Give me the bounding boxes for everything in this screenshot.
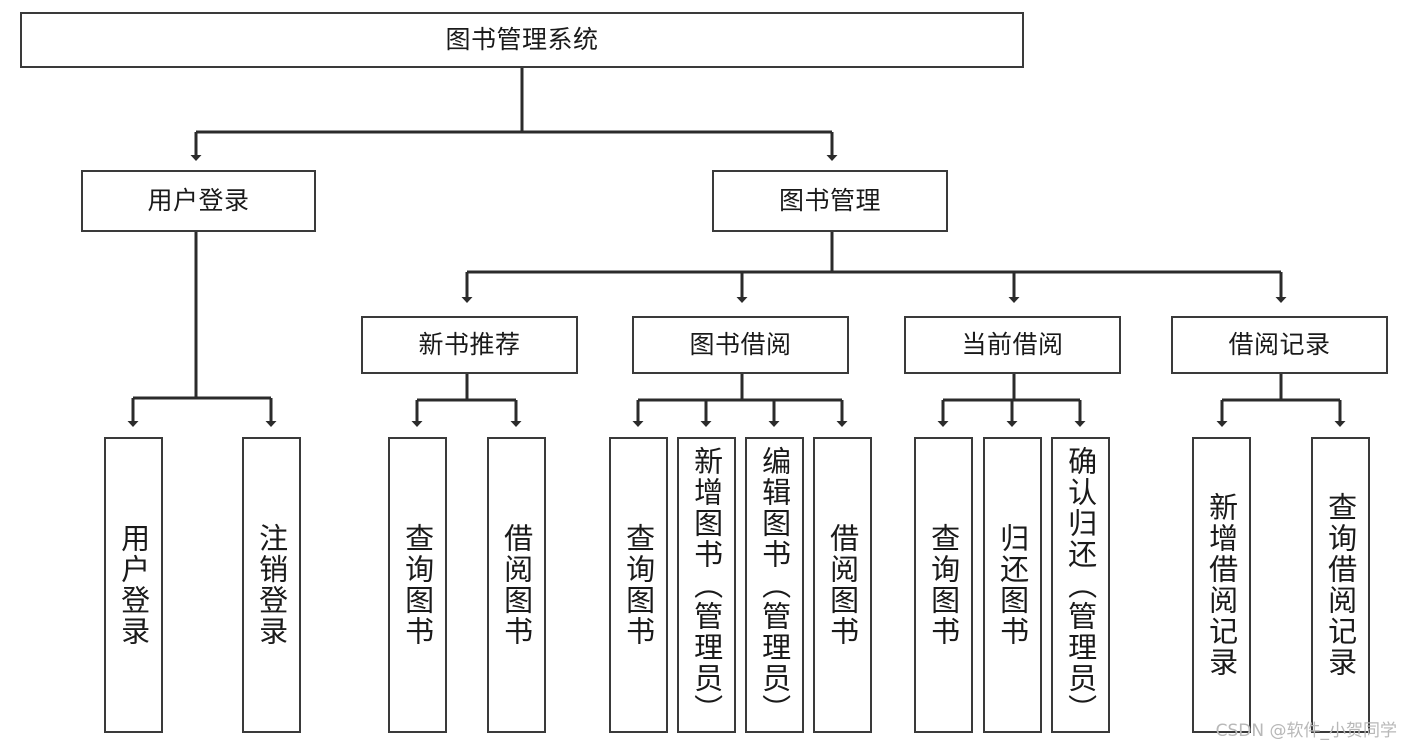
node-current-borrow[interactable]: 当前借阅	[904, 316, 1121, 374]
node-label: 借阅图书	[825, 523, 860, 647]
node-root-book-management-system[interactable]: 图书管理系统	[20, 12, 1024, 68]
leaf-borrow-add-book-admin[interactable]: 新增图书（管理员）	[677, 437, 736, 733]
leaf-current-return-book[interactable]: 归还图书	[983, 437, 1042, 733]
leaf-current-confirm-return-admin[interactable]: 确认归还（管理员）	[1051, 437, 1110, 733]
leaf-borrow-edit-book-admin[interactable]: 编辑图书（管理员）	[745, 437, 804, 733]
node-label: 新书推荐	[418, 330, 521, 360]
node-label: 查询借阅记录	[1323, 492, 1358, 678]
node-label: 用户登录	[116, 523, 151, 647]
node-book-borrow[interactable]: 图书借阅	[632, 316, 849, 374]
leaf-user-login-login[interactable]: 用户登录	[104, 437, 163, 733]
node-label: 图书借阅	[689, 330, 792, 360]
node-label: 确认归还（管理员）	[1063, 445, 1098, 725]
node-book-management[interactable]: 图书管理	[712, 170, 948, 232]
leaf-borrow-borrow-book[interactable]: 借阅图书	[813, 437, 872, 733]
leaf-user-login-logout[interactable]: 注销登录	[242, 437, 301, 733]
node-label: 借阅记录	[1228, 330, 1331, 360]
node-label: 新增图书（管理员）	[689, 445, 724, 725]
leaf-borrow-query-book[interactable]: 查询图书	[609, 437, 668, 733]
node-label: 查询图书	[621, 523, 656, 647]
leaf-record-query-record[interactable]: 查询借阅记录	[1311, 437, 1370, 733]
leaf-current-query-book[interactable]: 查询图书	[914, 437, 973, 733]
leaf-record-add-record[interactable]: 新增借阅记录	[1192, 437, 1251, 733]
leaf-recommend-borrow-book[interactable]: 借阅图书	[487, 437, 546, 733]
csdn-watermark: CSDN @软件_小贺同学	[1215, 721, 1397, 741]
node-label: 归还图书	[995, 523, 1030, 647]
node-label: 当前借阅	[961, 330, 1064, 360]
node-new-book-recommend[interactable]: 新书推荐	[361, 316, 578, 374]
node-label: 查询图书	[926, 523, 961, 647]
node-label: 图书管理	[778, 186, 881, 216]
node-borrow-record[interactable]: 借阅记录	[1171, 316, 1388, 374]
leaf-recommend-query-book[interactable]: 查询图书	[388, 437, 447, 733]
node-label: 图书管理系统	[445, 25, 599, 55]
node-label: 用户登录	[147, 186, 250, 216]
node-user-login[interactable]: 用户登录	[81, 170, 316, 232]
node-label: 注销登录	[254, 523, 289, 647]
node-label: 编辑图书（管理员）	[757, 445, 792, 725]
node-label: 查询图书	[400, 523, 435, 647]
node-label: 新增借阅记录	[1204, 492, 1239, 678]
node-label: 借阅图书	[499, 523, 534, 647]
